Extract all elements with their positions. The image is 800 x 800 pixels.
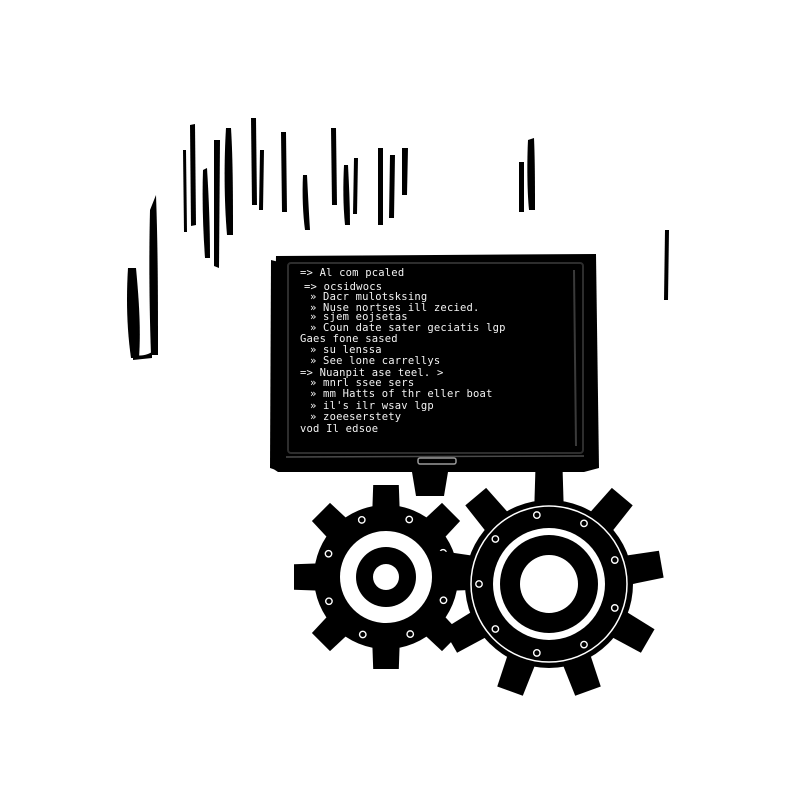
terminal-line: => Nuanpit ase teel. > — [300, 367, 443, 379]
gear-bolts — [475, 511, 619, 657]
terminal-line: » See lone carrellys — [310, 355, 440, 367]
bolt-icon — [324, 549, 333, 558]
monitor-icon — [270, 254, 599, 496]
terminal-line: » zoeeserstety — [310, 411, 401, 423]
bolt-icon — [325, 597, 333, 606]
terminal-line: => ocsidwocs — [304, 281, 382, 293]
bolt-icon — [475, 580, 483, 588]
terminal-line: => Al com pcaled — [300, 267, 404, 279]
power-indicator — [417, 457, 457, 465]
terminal-line: » mm Hatts of thr eller boat — [310, 388, 493, 400]
bolt-icon — [406, 630, 415, 638]
terminal-line: » Dacr mulotsksing — [310, 291, 427, 303]
terminal-line: » Nuse nortses ill zecied. — [310, 302, 480, 314]
terminal-line: » il's ilr wsav lgp — [310, 400, 434, 412]
bolt-icon — [439, 596, 448, 605]
monitor-frame — [272, 254, 599, 472]
gear-left — [294, 485, 478, 669]
terminal-line: vod Il edsoe — [300, 423, 378, 435]
bolt-icon — [491, 625, 500, 633]
terminal-line: » mnrl ssee sers — [310, 377, 414, 389]
terminal-text: => Al com pcaled => ocsidwocs » Dacr mul… — [300, 267, 506, 435]
terminal-line: Gaes fone sased — [300, 333, 398, 345]
terminal-line: » sjem eojsetas — [310, 311, 408, 323]
bolt-icon — [405, 515, 414, 524]
gear-right — [434, 470, 664, 696]
bolt-icon — [358, 630, 367, 639]
bolt-icon — [532, 511, 541, 519]
bolt-icon — [610, 604, 619, 612]
bolt-icon — [580, 640, 588, 649]
bolt-icon — [357, 516, 366, 524]
terminal-line: » su lenssa — [310, 344, 382, 356]
bolt-icon — [532, 649, 541, 657]
bolt-icon — [491, 535, 500, 543]
bolt-icon — [580, 519, 588, 528]
terminal-line: » Coun date sater geciatis lgp — [310, 322, 506, 334]
ink-strokes — [127, 118, 669, 360]
monitor-stand — [412, 472, 448, 496]
bolt-icon — [610, 556, 619, 564]
monitor-screen-border — [287, 262, 584, 454]
